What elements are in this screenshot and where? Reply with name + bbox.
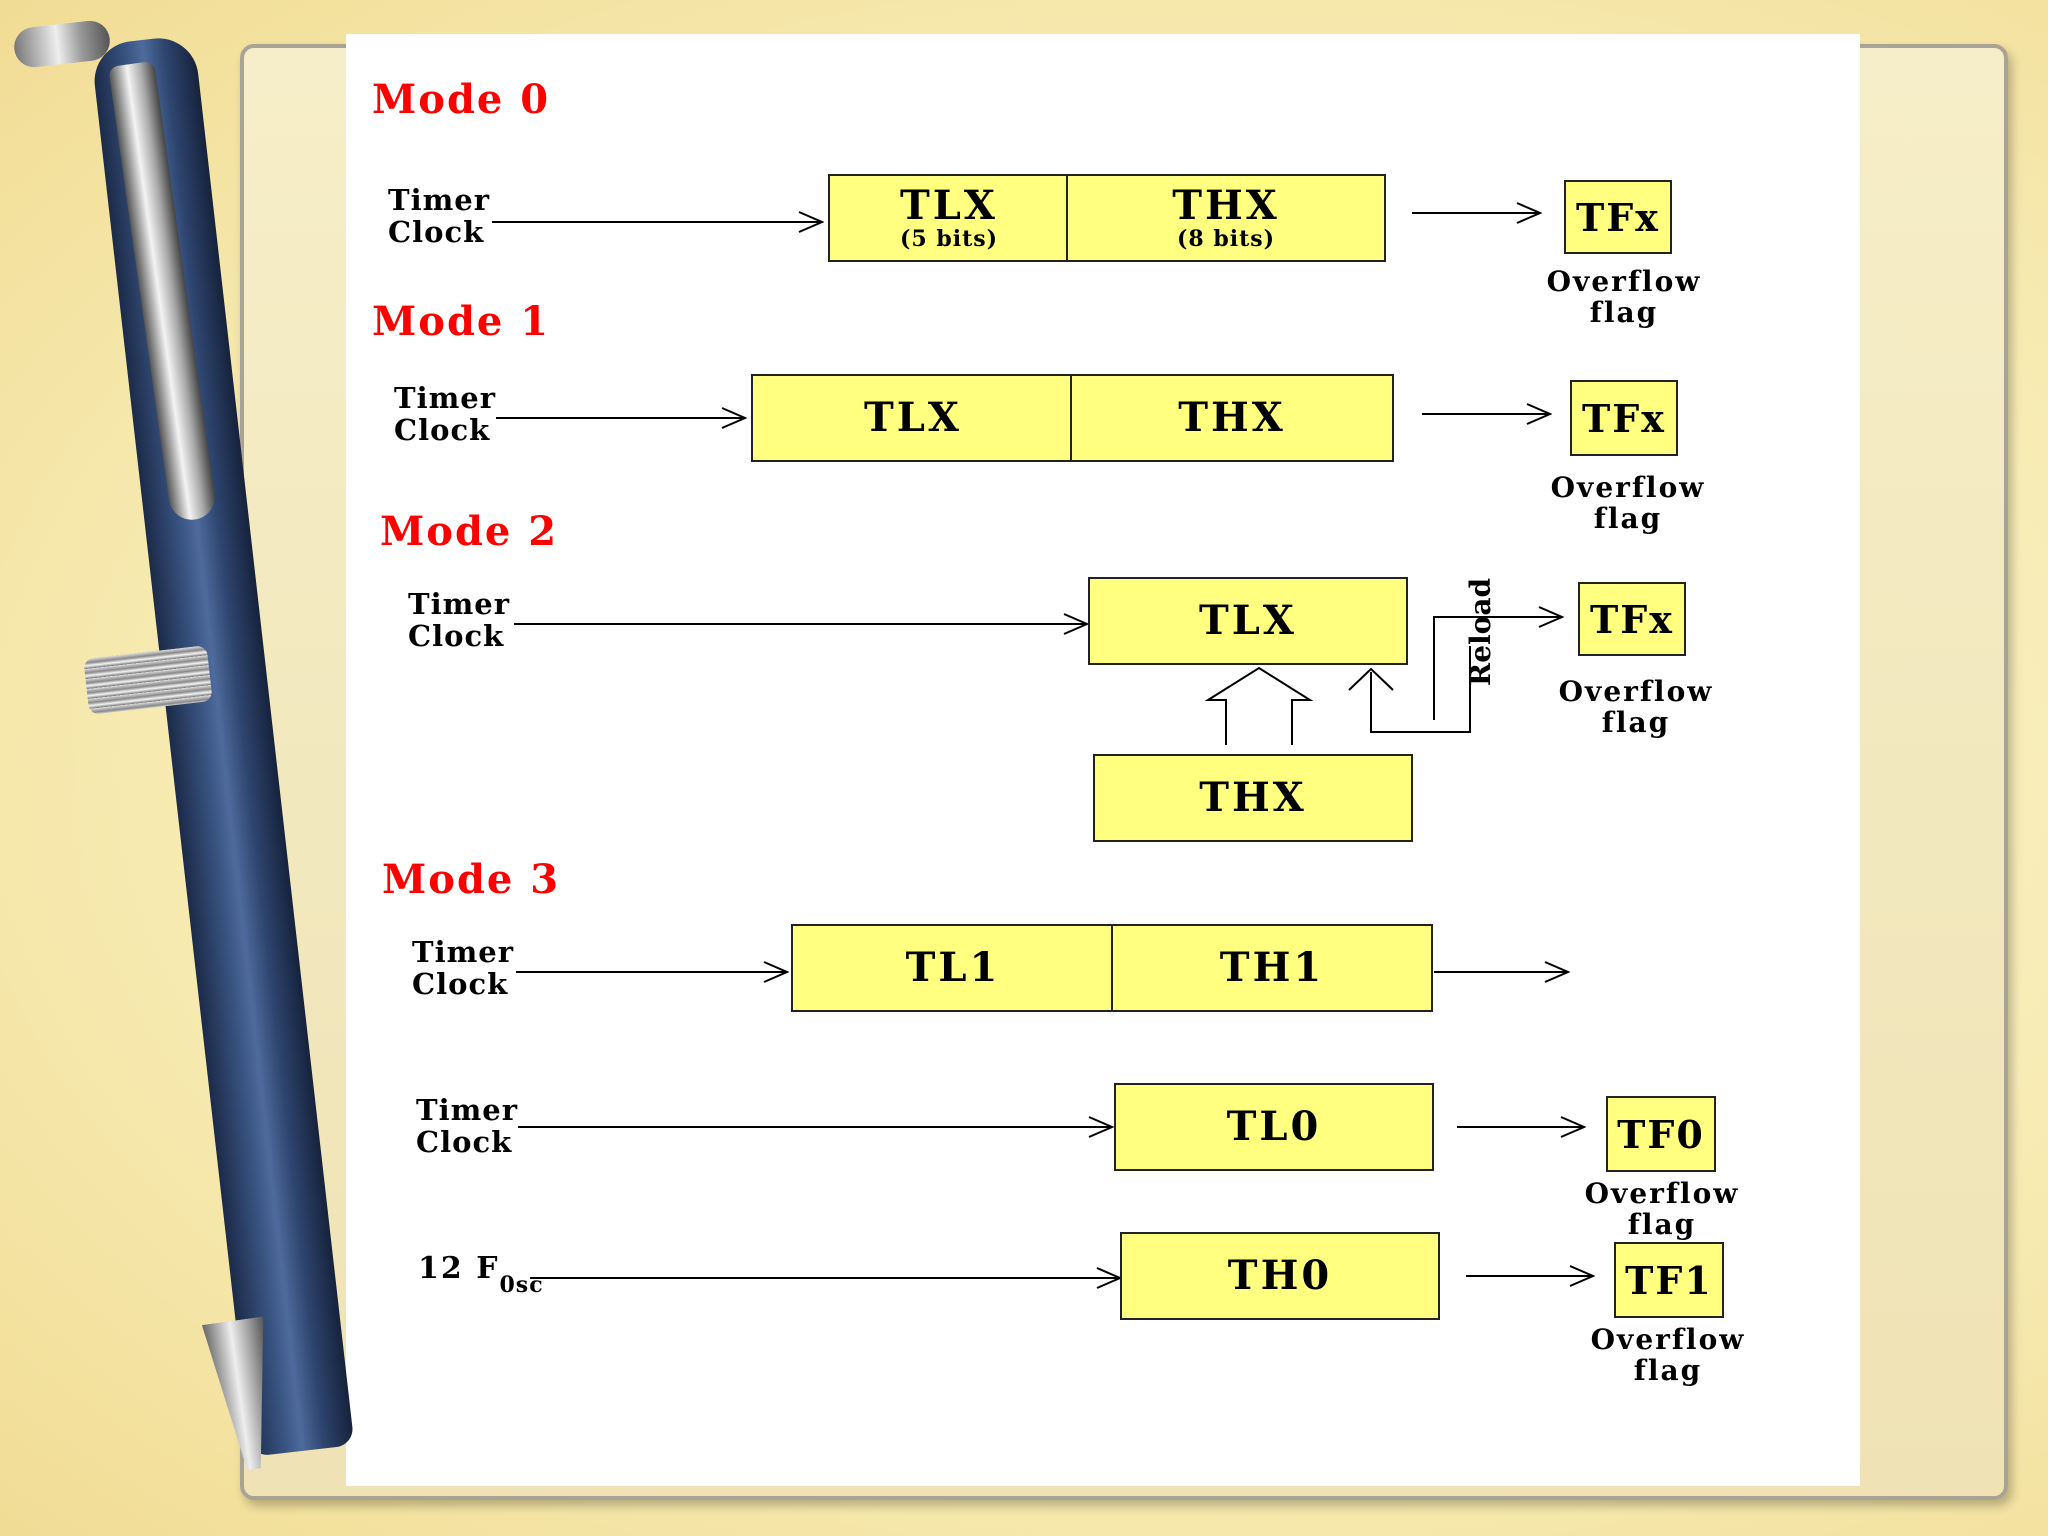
mode-3-oscillator-label: 12 F0sc: [418, 1251, 544, 1298]
mode-3-tf0-flag: TF0: [1606, 1096, 1716, 1172]
mode-2-tfx-flag: TFx: [1578, 582, 1686, 656]
mode-3-th0-register: TH0: [1120, 1232, 1440, 1320]
mode-0-tlx-register: TLX (5 bits): [828, 174, 1070, 262]
mode-3-tf1-flag: TF1: [1614, 1242, 1724, 1318]
mode-1-title: Mode 1: [372, 298, 551, 345]
mode-0-tfx-flag: TFx: [1564, 180, 1672, 254]
mode-2-tlx-register: TLX: [1088, 577, 1408, 665]
overflow-arrow-mode2: [1433, 617, 1562, 720]
mode-3-title: Mode 3: [382, 856, 561, 903]
mode-2-thx-register: THX: [1093, 754, 1413, 842]
load-hollow-arrow: [1204, 666, 1314, 745]
mode-1-thx-register: THX: [1070, 374, 1394, 462]
mode-1-tlx-register: TLX: [751, 374, 1075, 462]
mode-3-tl1-register: TL1: [791, 924, 1115, 1012]
reload-label: Reload: [1464, 577, 1497, 687]
mode-3-th1-register: TH1: [1111, 924, 1433, 1012]
mode-1-tfx-flag: TFx: [1570, 380, 1678, 456]
mode-0-title: Mode 0: [372, 76, 551, 123]
reload-arrow: [1370, 646, 1471, 733]
mode-0-thx-register: THX (8 bits): [1066, 174, 1386, 262]
mode-2-title: Mode 2: [380, 508, 559, 555]
mode-3-tl0-register: TL0: [1114, 1083, 1434, 1171]
